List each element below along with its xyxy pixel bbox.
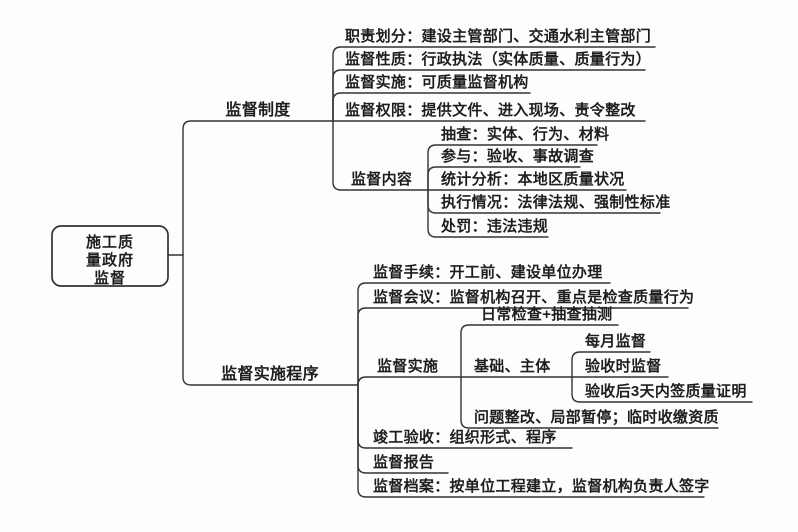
connector-monthly-supervision [571,351,651,378]
connector-supervision-implementation [357,376,462,386]
node-acceptance-supervision[interactable]: 验收时监督 [585,357,662,375]
connector-punishment [427,189,549,238]
connector-supervision-meeting [357,307,689,386]
node-completion-acceptance[interactable]: 竣工验收：组织形式、程序 [373,428,557,446]
connector-supervision-formalities [357,282,611,386]
connector-branch-procedure [182,254,359,386]
node-punishment[interactable]: 处罚：违法违规 [440,217,548,235]
node-problem-rectification[interactable]: 问题整改、局部暂停；临时收缴资质 [474,408,719,426]
connector-group [167,46,753,498]
connector-supervision-content [332,120,429,191]
node-daily-inspection[interactable]: 日常检查+抽查抽测 [481,305,612,323]
node-duty-division[interactable]: 职责划分：建设主管部门、交通水利主管部门 [345,27,651,45]
connector-problem-rectification [460,376,719,429]
node-supervision-authority[interactable]: 监督权限：提供文件、进入现场、责令整改 [345,101,636,119]
connector-branch-system [182,120,334,256]
node-monthly-supervision[interactable]: 每月监督 [585,332,646,350]
node-supervision-archives[interactable]: 监督档案：按单位工程建立，监督机构负责人签字 [373,477,710,495]
root-node-label-line2: 量政府 [86,251,134,269]
node-supervision-meeting[interactable]: 监督会议：监督机构召开、重点是检查质量行为 [373,288,694,306]
node-supervision-formalities[interactable]: 监督手续：开工前、建设单位办理 [373,263,603,281]
connector-quality-certificate [571,376,753,403]
root-node[interactable]: 施工质 量政府 监督 [51,225,169,287]
connector-supervision-archives [357,384,705,498]
node-enforcement-status[interactable]: 执行情况：法律法规、强制性标准 [441,193,671,211]
root-node-label-line3: 监督 [94,269,126,287]
node-supervision-implementer[interactable]: 监督实施：可质量监督机构 [345,73,529,91]
connector-daily-inspection [460,324,619,378]
node-supervision-report[interactable]: 监督报告 [373,453,434,471]
node-spot-check[interactable]: 抽查：实体、行为、材料 [441,125,609,143]
node-supervision-nature[interactable]: 监督性质：行政执法（实体质量、质量行为） [345,50,651,68]
node-participation[interactable]: 参与：验收、事故调查 [441,147,595,165]
node-quality-certificate[interactable]: 验收后3天内签质量证明 [585,382,747,400]
connector-supervision-nature [332,69,646,122]
node-statistical-analysis[interactable]: 统计分析：本地区质量状况 [441,170,625,188]
node-supervision-procedure[interactable]: 监督实施程序 [221,364,319,383]
connector-participation [427,166,581,191]
connector-supervision-implementer [332,92,531,122]
node-foundation-main-structure[interactable]: 基础、主体 [473,357,551,375]
connector-spot-check [427,144,598,191]
node-supervision-implementation[interactable]: 监督实施 [377,357,438,375]
root-node-label-line1: 施工质 [86,233,134,251]
node-supervision-system[interactable]: 监督制度 [225,100,291,119]
root-node-box[interactable] [51,225,169,287]
node-supervision-content[interactable]: 监督内容 [351,170,412,188]
connector-duty-division [332,46,656,122]
